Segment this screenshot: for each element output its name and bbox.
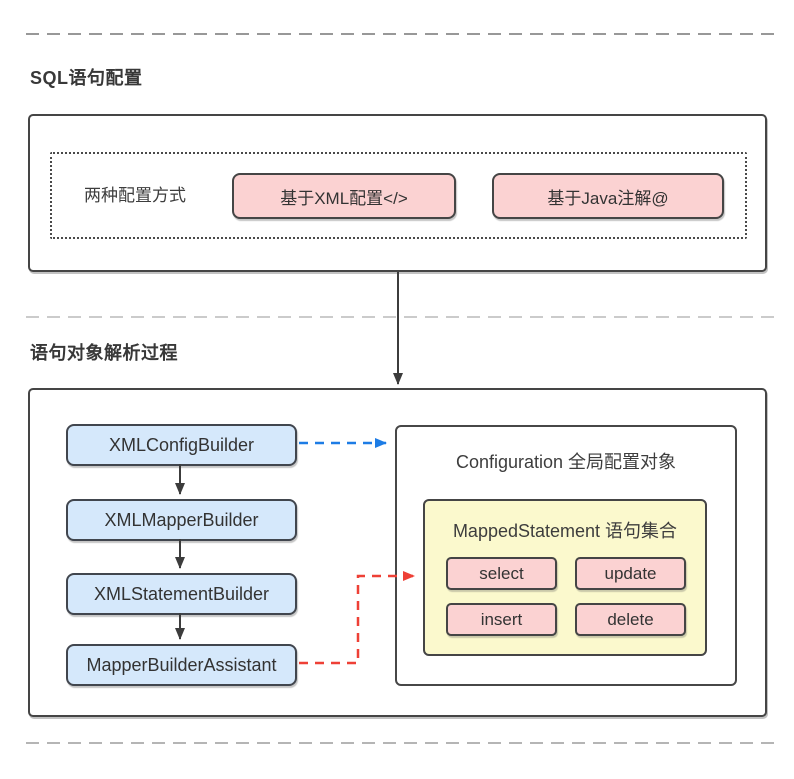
xml-config-node: 基于XML配置</>: [232, 173, 456, 219]
separator-top: [26, 33, 776, 35]
statement-node-select: select: [446, 557, 557, 590]
separator-bottom: [26, 742, 776, 744]
parse-process-container: XMLConfigBuilder XMLMapperBuilder XMLSta…: [28, 388, 767, 717]
xml-config-label: 基于XML配置</>: [280, 188, 408, 208]
statement-node-delete: delete: [575, 603, 686, 636]
statement-node-insert: insert: [446, 603, 557, 636]
configuration-title: Configuration 全局配置对象: [455, 452, 677, 472]
configuration-node: Configuration 全局配置对象 MappedStatement 语句集…: [395, 425, 737, 686]
separator-middle: [26, 316, 776, 318]
mappedstatement-node: MappedStatement 语句集合 select update inser…: [423, 499, 707, 656]
statement-node-update: update: [575, 557, 686, 590]
builder-node-mapperbuilderassistant: MapperBuilderAssistant: [66, 644, 297, 686]
builder-node-xmlconfigbuilder: XMLConfigBuilder: [66, 424, 297, 466]
builder-node-xmlmapperbuilder: XMLMapperBuilder: [66, 499, 297, 541]
mappedstatement-title: MappedStatement 语句集合: [452, 521, 678, 541]
section2-heading: 语句对象解析过程: [30, 343, 178, 363]
java-annotation-node: 基于Java注解@: [492, 173, 724, 219]
java-annotation-label: 基于Java注解@: [547, 188, 669, 208]
section1-heading: SQL语句配置: [30, 68, 143, 88]
builder-node-xmlstatementbuilder: XMLStatementBuilder: [66, 573, 297, 615]
config-options-group: 两种配置方式 基于XML配置</> 基于Java注解@: [50, 152, 747, 239]
group-label: 两种配置方式: [84, 186, 186, 205]
sql-config-container: 两种配置方式 基于XML配置</> 基于Java注解@: [28, 114, 767, 272]
